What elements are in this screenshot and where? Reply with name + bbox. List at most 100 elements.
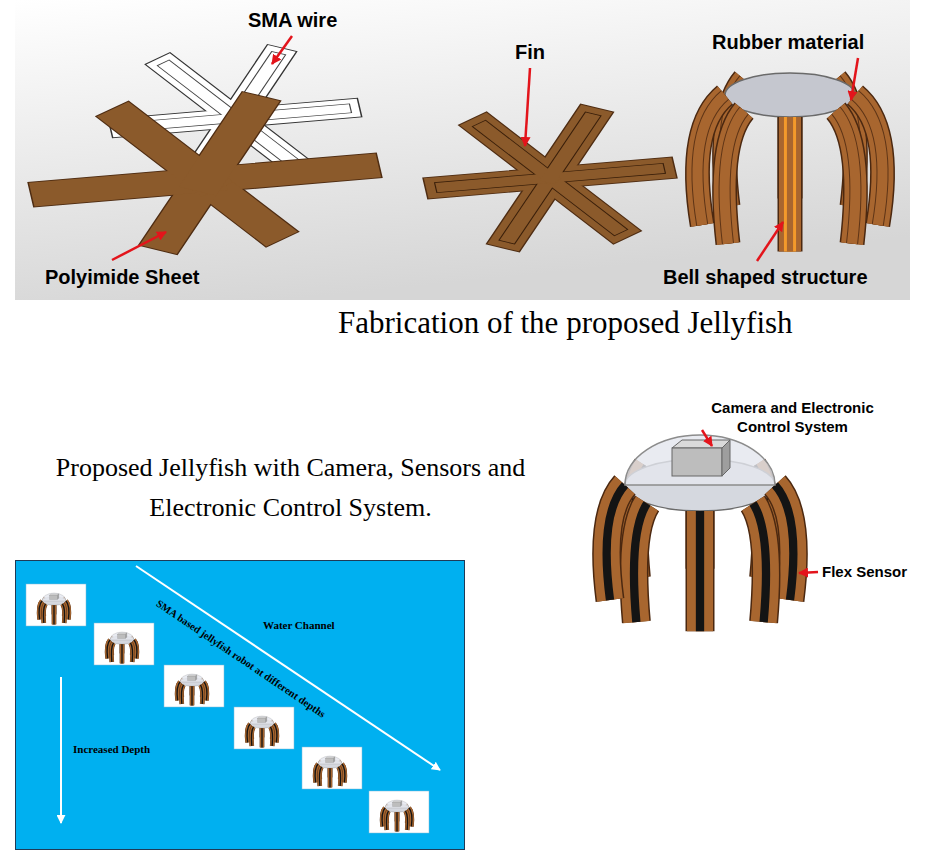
jellyfish-robot (607, 435, 794, 631)
fin (200, 685, 202, 704)
camera-top (258, 717, 267, 718)
camera-top (118, 633, 127, 634)
fin-outline (395, 812, 400, 831)
sma-loop (836, 111, 855, 244)
fin-outline (260, 728, 265, 747)
polyimide-sheet-face (179, 92, 280, 196)
fin-outline (177, 682, 180, 700)
direction-arrow (136, 566, 440, 770)
flex-sensor-strip (329, 768, 330, 787)
fin (130, 643, 132, 662)
front-fins (697, 95, 882, 251)
fin-outline (607, 485, 625, 600)
fin-outline (39, 601, 42, 619)
fin (405, 811, 407, 830)
fin (251, 727, 253, 746)
channel-label: Water Channel (263, 619, 335, 632)
flex-sensor-strip (130, 643, 132, 662)
flex-sensor-strip (39, 601, 42, 619)
flex-sensor-strip (315, 764, 318, 782)
flex-sensor-strip (43, 604, 45, 623)
fin-outline (686, 511, 715, 631)
section-caption: Proposed Jellyfish with Camera, Sensors … (18, 448, 563, 528)
front-fins (247, 724, 277, 747)
fin-outline (107, 640, 110, 658)
camera-box (118, 634, 126, 638)
fin (319, 767, 321, 786)
thumbnail-jellyfish (382, 800, 412, 831)
fin-outline (386, 811, 388, 830)
thumbnail-frame (234, 707, 294, 749)
dome (42, 593, 66, 601)
dome (250, 716, 274, 724)
fin (607, 485, 625, 600)
camera-top (672, 440, 730, 448)
bell-top (725, 73, 855, 117)
fin (39, 601, 42, 619)
flex-sensor-strip (319, 767, 321, 786)
leader-arrow (851, 58, 858, 100)
camera-top (188, 675, 197, 676)
thumbnail-frame (369, 791, 429, 833)
front-fins (39, 601, 69, 624)
fin (270, 727, 272, 746)
fin-outline (111, 643, 113, 662)
flex-sensor-strip (382, 808, 385, 826)
fin (43, 604, 45, 623)
thumbnail-frame (302, 747, 362, 789)
fin (62, 604, 64, 623)
dome (180, 674, 204, 682)
flex-sensor-strip (386, 811, 388, 830)
flex-sensor-strip (251, 727, 253, 746)
fin-star-wire-mask (422, 107, 678, 249)
flex-sensor-strip (191, 686, 192, 705)
flex-sensor-strip (261, 728, 262, 747)
sma-loop-mask (697, 95, 725, 225)
camera-side (266, 717, 267, 723)
fin-outline (328, 768, 333, 787)
fin (634, 503, 647, 622)
thumbnail-jellyfish (247, 716, 277, 747)
fin-star-wire (422, 107, 678, 249)
fin (120, 644, 124, 663)
fabrication-panel (15, 0, 910, 300)
thumbnail-jellyfish (107, 632, 137, 663)
fin-outline (338, 767, 340, 786)
fin-star (410, 98, 690, 258)
thumbnail-jellyfish (177, 674, 207, 705)
fin-outline (52, 605, 57, 624)
camera-box (326, 758, 334, 762)
camera-top (50, 594, 59, 595)
camera-box (672, 448, 722, 476)
leader-arrow (757, 222, 783, 261)
fin-outline (43, 604, 45, 623)
leader-arrow (799, 572, 818, 573)
camera-side (722, 440, 730, 476)
flex-sensor-strip (62, 604, 64, 623)
dome (625, 435, 775, 485)
flex-sensor-strip (177, 682, 180, 700)
camera-side (401, 801, 402, 807)
fin (328, 768, 332, 787)
camera-top (393, 801, 402, 802)
polyimide-sheet (12, 82, 395, 265)
fin (260, 728, 264, 747)
camera-side (126, 633, 127, 639)
front-fins (382, 808, 412, 831)
fin (190, 686, 194, 705)
sma-loop (697, 95, 725, 225)
front-fins (607, 485, 794, 631)
fin-outline (315, 764, 318, 782)
leader-arrow (112, 232, 166, 260)
sma-loop-mask (725, 111, 744, 244)
part-label: Polyimide Sheet (45, 265, 200, 289)
fin-outline (200, 685, 202, 704)
flex-sensor-strip (270, 727, 272, 746)
dome (318, 756, 342, 764)
camera-box (50, 595, 58, 599)
fin-outline (251, 727, 253, 746)
camera-side (58, 594, 59, 600)
front-fins (177, 682, 207, 705)
fin-outline (181, 685, 183, 704)
